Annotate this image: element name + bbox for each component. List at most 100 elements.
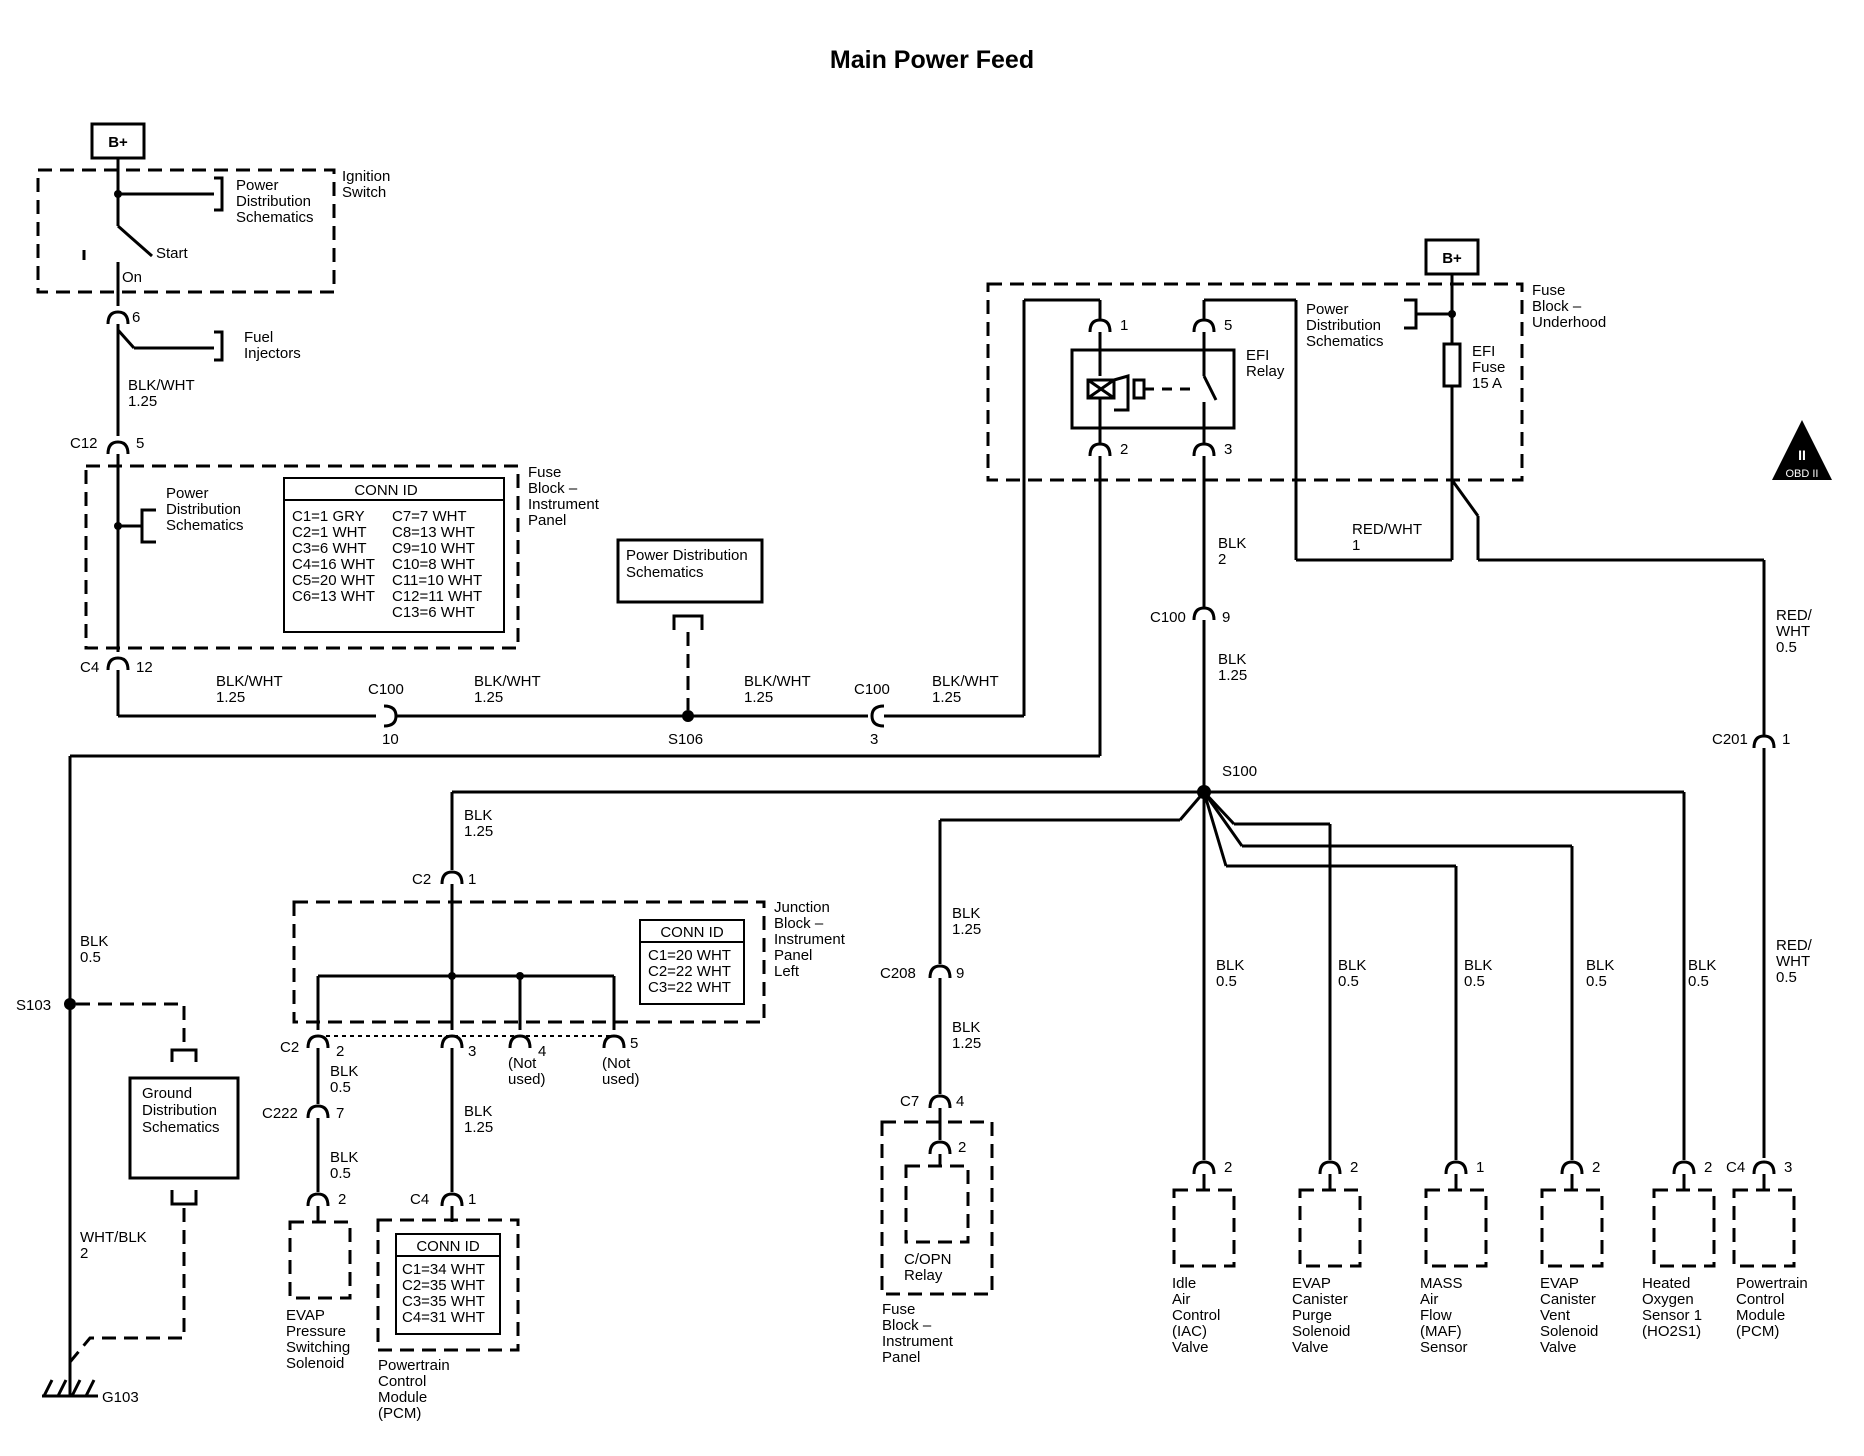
relay-pin-3: 3 — [1224, 441, 1232, 458]
svg-text:2: 2 — [338, 1191, 346, 1208]
svg-text:C4: C4 — [1726, 1159, 1745, 1176]
diagram-title: Main Power Feed — [830, 46, 1034, 74]
svg-text:C11=10 WHT: C11=10 WHT — [392, 572, 482, 589]
c100-9-pin: 9 — [1222, 609, 1230, 626]
svg-text:CONN ID: CONN ID — [660, 924, 724, 941]
svg-text:C4=16 WHT: C4=16 WHT — [292, 556, 375, 573]
svg-text:2: 2 — [1592, 1159, 1600, 1176]
c201-pin: 1 — [1782, 731, 1790, 748]
svg-text:3: 3 — [1784, 1159, 1792, 1176]
c222-pin: 7 — [336, 1105, 344, 1122]
svg-text:C13=6 WHT: C13=6 WHT — [392, 604, 475, 621]
c100-3-pin: 3 — [870, 731, 878, 748]
svg-text:C6=13 WHT: C6=13 WHT — [292, 588, 375, 605]
svg-text:C3=22 WHT: C3=22 WHT — [648, 979, 731, 996]
conn-id-table-junction: CONN ID C1=20 WHT C2=22 WHT C3=22 WHT — [639, 919, 745, 1005]
c208-name: C208 — [880, 965, 916, 982]
copn-relay-pin: 2 — [958, 1139, 966, 1156]
pcm-left: CONN ID C1=34 WHT C2=35 WHT C3=35 WHT C4… — [376, 1218, 520, 1422]
svg-text:C3=35 WHT: C3=35 WHT — [402, 1293, 485, 1310]
copn-fuse-block-box — [880, 1120, 994, 1296]
svg-text:II: II — [1798, 447, 1806, 463]
svg-text:C1=34 WHT: C1=34 WHT — [402, 1261, 485, 1278]
svg-text:C2=35 WHT: C2=35 WHT — [402, 1277, 485, 1294]
junction-block-box — [292, 900, 766, 1024]
c4-ip-name: C4 — [80, 659, 99, 676]
on-label: On — [122, 269, 142, 286]
power-dist-box — [616, 538, 764, 604]
svg-text:OBD II: OBD II — [1785, 468, 1818, 480]
g103-label: G103 — [102, 1389, 139, 1406]
c2-1-name: C2 — [412, 871, 431, 888]
c100-10-pin: 10 — [382, 731, 399, 748]
svg-text:C8=13 WHT: C8=13 WHT — [392, 524, 475, 541]
svg-text:C5=20 WHT: C5=20 WHT — [292, 572, 375, 589]
relay-pin-2: 2 — [1120, 441, 1128, 458]
c222-name: C222 — [262, 1105, 298, 1122]
s100-label: S100 — [1222, 763, 1257, 780]
ignition-switch-blade — [117, 224, 153, 258]
svg-text:2: 2 — [1704, 1159, 1712, 1176]
splice-s106 — [682, 710, 694, 722]
svg-text:CONN ID: CONN ID — [416, 1238, 480, 1255]
c12-pin: 5 — [136, 435, 144, 452]
s103-label: S103 — [16, 997, 51, 1014]
ground-g103 — [42, 1379, 98, 1398]
c2-pin-3: 3 — [468, 1043, 476, 1060]
s106-label: S106 — [668, 731, 703, 748]
svg-text:2: 2 — [1350, 1159, 1358, 1176]
svg-text:C1=1 GRY: C1=1 GRY — [292, 508, 365, 525]
relay-pin-1: 1 — [1120, 317, 1128, 334]
c100-10-name: C100 — [368, 681, 404, 698]
relay-contact — [1202, 375, 1218, 401]
c100-3-name: C100 — [854, 681, 890, 698]
svg-text:C3=6 WHT: C3=6 WHT — [292, 540, 367, 557]
c100-9-name: C100 — [1150, 609, 1186, 626]
start-label: Start — [156, 245, 189, 262]
bplus-right-label: B+ — [1442, 250, 1462, 267]
c2-pin-4: 4 — [538, 1043, 546, 1060]
ignition-switch-box — [36, 168, 336, 294]
svg-text:C12=11 WHT: C12=11 WHT — [392, 588, 482, 605]
svg-text:C9=10 WHT: C9=10 WHT — [392, 540, 475, 557]
svg-text:CONN ID: CONN ID — [354, 482, 418, 499]
svg-text:1: 1 — [1476, 1159, 1484, 1176]
